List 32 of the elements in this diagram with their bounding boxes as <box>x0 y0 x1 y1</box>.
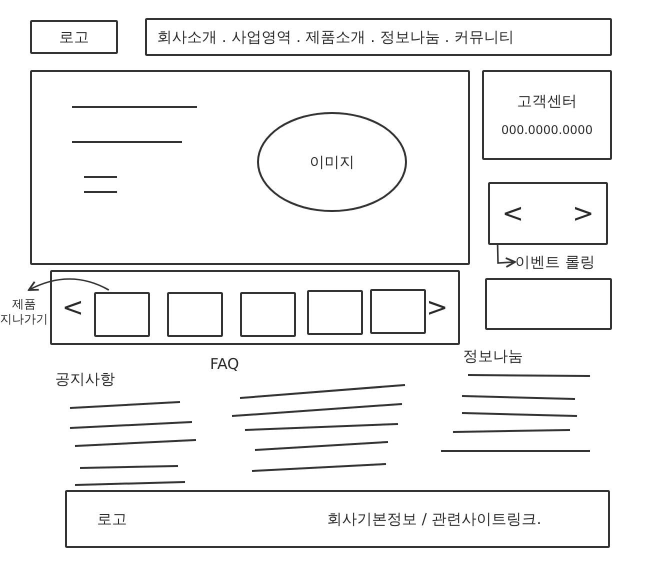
section-heading: 공지사항 <box>55 370 115 389</box>
arrow-glyph: > <box>426 294 448 320</box>
product-carousel <box>50 270 460 345</box>
arrow-glyph: < <box>502 200 524 226</box>
product-thumbnail-box <box>307 290 363 335</box>
customer-center-box <box>482 70 612 160</box>
navigation-bar <box>145 18 612 56</box>
hero-banner <box>30 70 470 265</box>
label-text: 회사소개 . 사업영역 . 제품소개 . 정보나눔 . 커뮤니티 <box>157 28 514 46</box>
placeholder-box <box>30 20 118 54</box>
footer-bar <box>65 490 610 548</box>
label-text: 회사기본정보 / 관련사이트링크. <box>327 510 542 528</box>
product-thumbnail-box <box>167 292 223 337</box>
label-text: 000.0000.0000 <box>501 122 593 138</box>
label-text: 이미지 <box>310 152 354 172</box>
empty-banner-box <box>485 278 612 330</box>
label-text: 고객센터 <box>517 92 577 111</box>
product-thumbnail-box <box>370 289 426 334</box>
label-text: 이벤트 롤링 <box>515 252 595 272</box>
label-text: 로고 <box>97 510 127 528</box>
image-placeholder-ellipse <box>257 112 407 212</box>
product-thumbnail-box <box>94 292 150 337</box>
event-banner <box>488 182 608 245</box>
label-text: 제품 지나가기 <box>0 297 48 327</box>
label-text: 로고 <box>59 28 89 46</box>
leader-arrow <box>28 278 110 291</box>
section-heading: 정보나눔 <box>463 347 523 366</box>
section-heading: FAQ <box>210 355 240 373</box>
leader-arrow <box>496 244 516 268</box>
arrow-glyph: > <box>572 200 594 226</box>
product-thumbnail-box <box>240 292 296 337</box>
arrow-glyph: < <box>62 294 84 320</box>
